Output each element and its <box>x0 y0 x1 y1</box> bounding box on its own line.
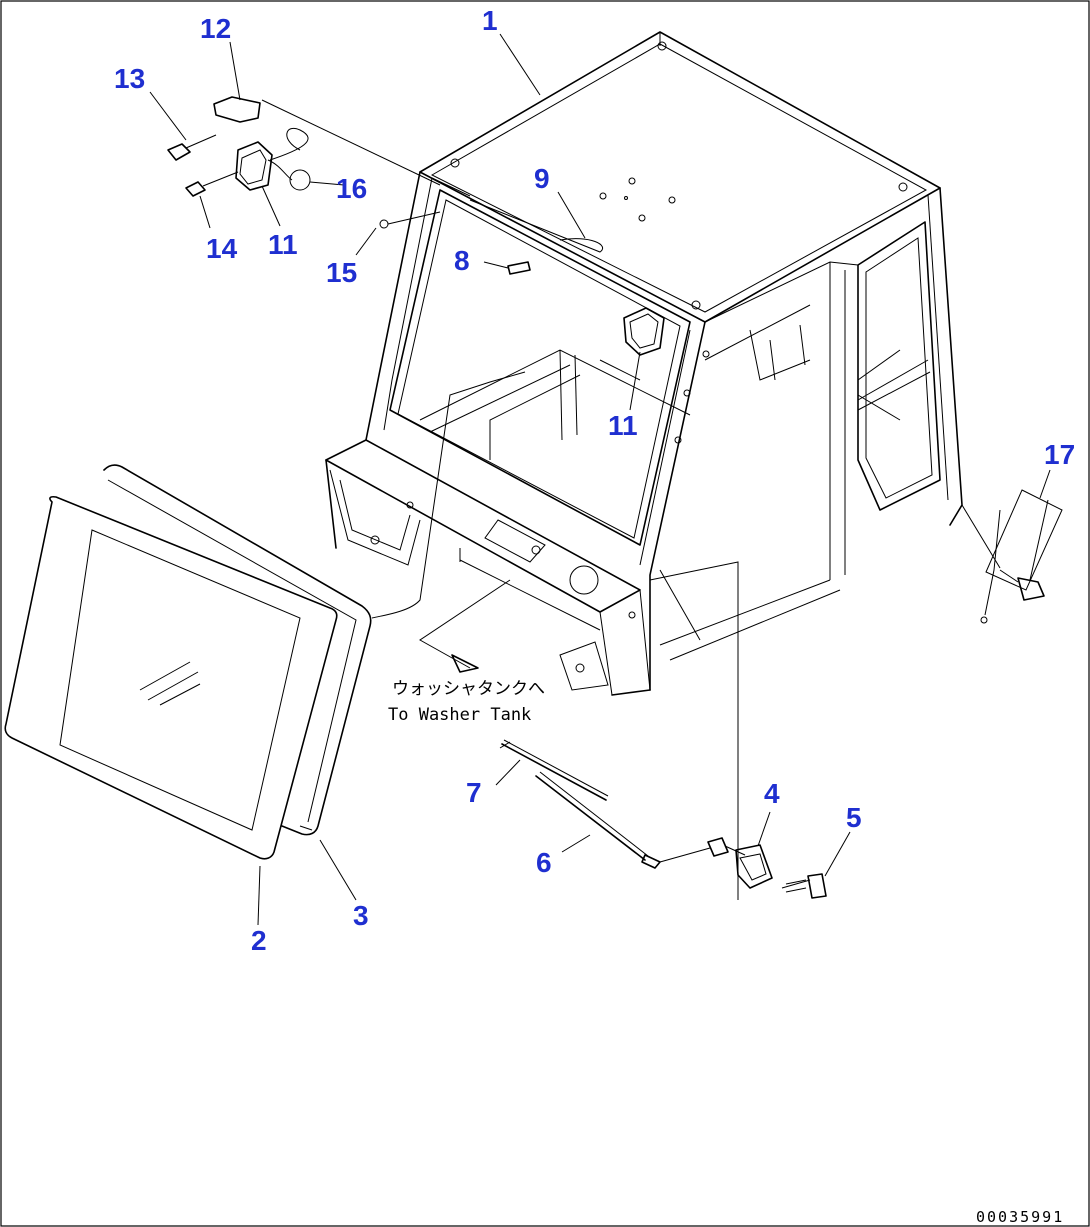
cab-frame <box>325 31 963 696</box>
washer-hose-arrow <box>419 579 511 673</box>
callout-3: 3 <box>353 900 369 931</box>
callout-11-lower: 11 <box>608 410 638 441</box>
work-lamp-front-assembly <box>469 199 665 356</box>
callout-17: 17 <box>1044 439 1075 470</box>
washer-tank-note-english: To Washer Tank <box>388 705 531 725</box>
wiper-motor <box>659 837 773 889</box>
work-lamp-left-assembly <box>167 96 471 229</box>
seal-reference-line <box>371 371 526 619</box>
window-seal <box>103 464 372 836</box>
callout-9: 9 <box>534 163 550 194</box>
callouts: 1 2 3 4 5 6 7 8 9 11 11 12 13 14 15 16 1… <box>114 5 1075 956</box>
wiper-arm <box>535 771 661 869</box>
callout-8: 8 <box>454 245 470 276</box>
callout-16: 16 <box>336 173 367 204</box>
callout-13: 13 <box>114 63 145 94</box>
callout-5: 5 <box>846 802 862 833</box>
callout-14: 14 <box>206 233 238 264</box>
windshield-glass <box>4 495 338 860</box>
wiper-bolt <box>781 873 827 899</box>
callout-2: 2 <box>251 925 267 956</box>
callout-6: 6 <box>536 847 552 878</box>
callout-7: 7 <box>466 777 482 808</box>
callout-12: 12 <box>200 13 231 44</box>
washer-tank-note-japanese: ウォッシャタンクへ <box>392 679 545 699</box>
rear-wire-clip <box>961 489 1063 624</box>
wiper-reference-line <box>649 561 739 900</box>
document-number: 00035991 <box>976 1208 1064 1226</box>
leader-lines <box>149 33 1051 926</box>
callout-1: 1 <box>482 5 498 36</box>
callout-15: 15 <box>326 257 357 288</box>
wiper-blade <box>499 739 609 801</box>
callout-4: 4 <box>764 778 780 809</box>
callout-11-upper: 11 <box>268 229 298 260</box>
